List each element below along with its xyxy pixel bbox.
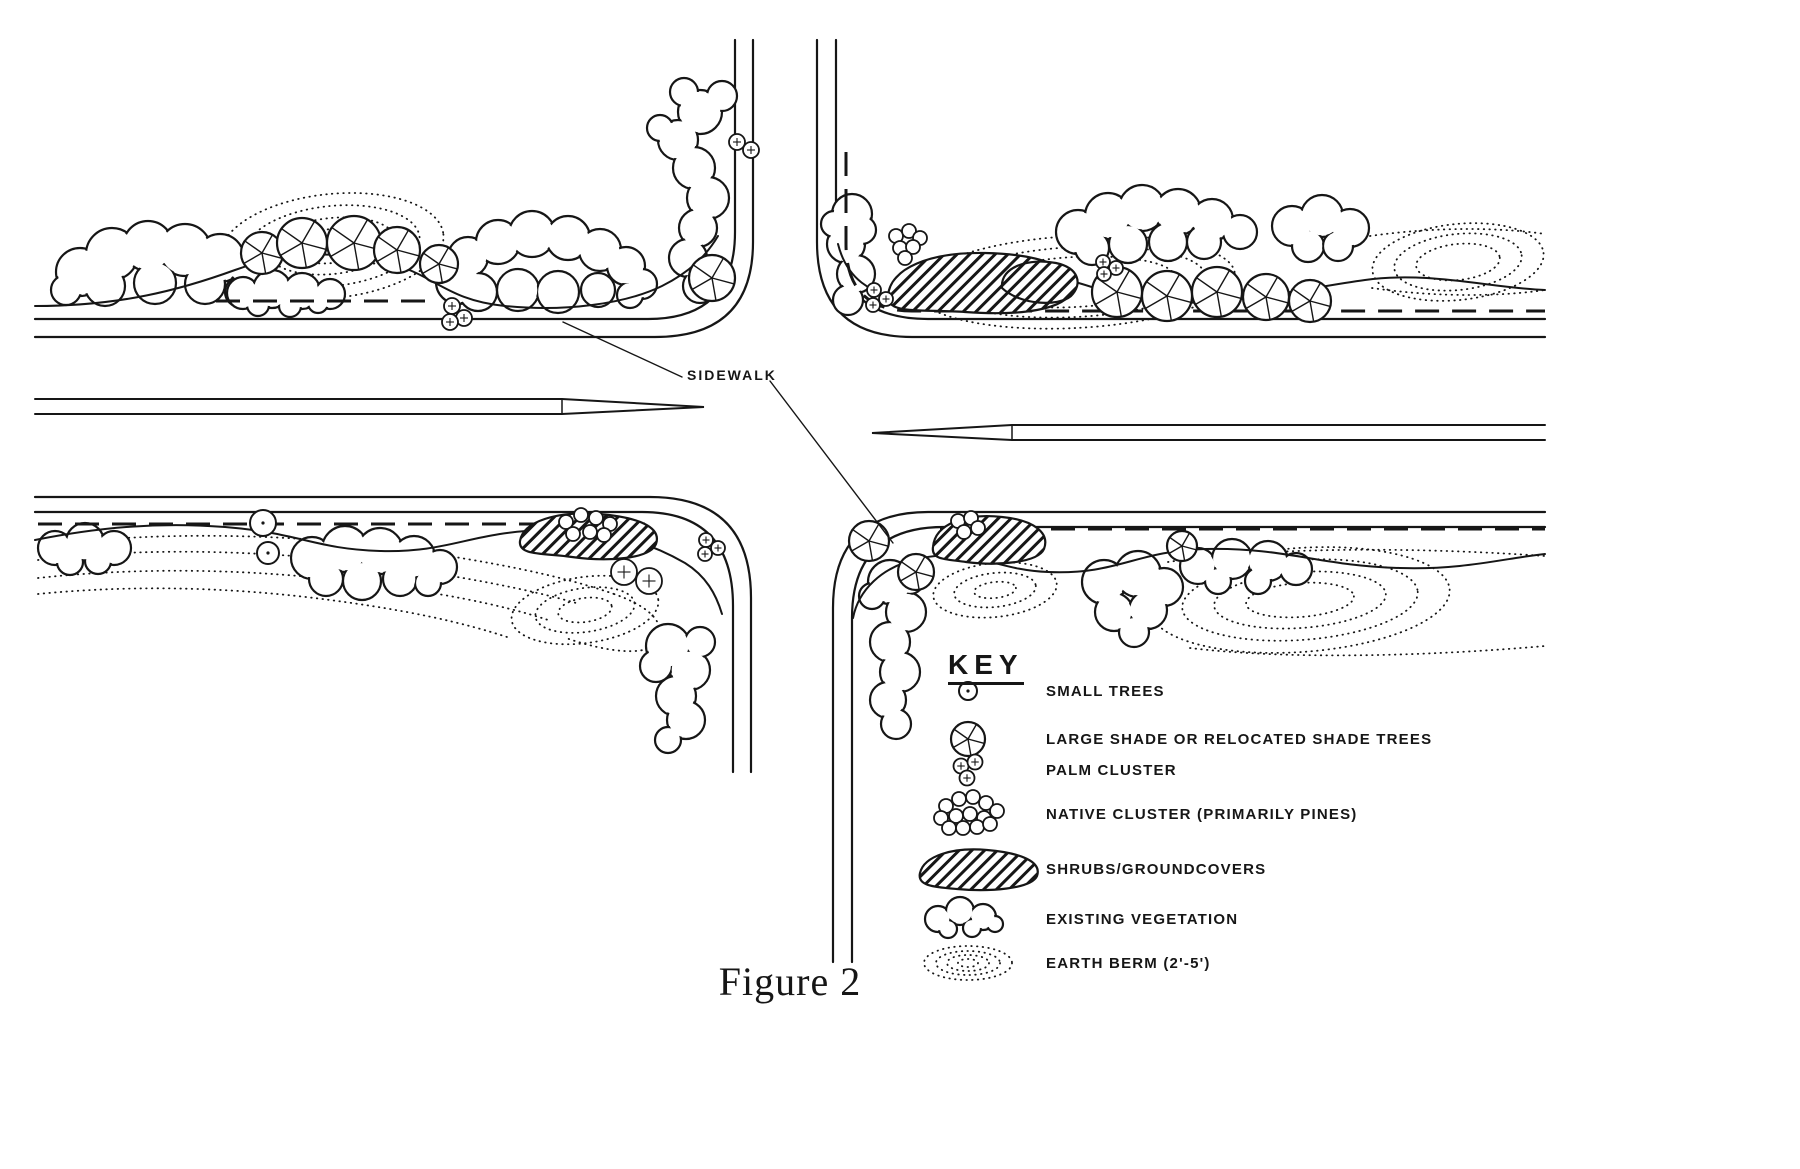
road-curb-lines: [33, 38, 1547, 964]
palm-and-native-clusters: [441, 133, 1124, 595]
sidewalk-leader-lines: [562, 321, 894, 544]
figure-caption: Figure 2: [718, 959, 862, 1004]
key-label-earth-berm: EARTH BERM (2'-5'): [1046, 955, 1211, 972]
key-label-existing-vegetation: EXISTING VEGETATION: [1046, 911, 1239, 928]
shade-trees: [239, 214, 1333, 592]
key-label-native-cluster: NATIVE CLUSTER (PRIMARILY PINES): [1046, 806, 1358, 823]
key-title: KEY: [948, 649, 1024, 685]
existing-vegetation: [36, 76, 1371, 755]
key-label-shrubs-groundcovers: SHRUBS/GROUNDCOVERS: [1046, 861, 1267, 878]
key-label-small-trees: SMALL TREES: [1046, 683, 1165, 700]
dashed-setback-lines: [38, 152, 1545, 531]
key-label-large-shade-trees: LARGE SHADE OR RELOCATED SHADE TREES: [1046, 731, 1433, 748]
road-medians: [34, 398, 1546, 441]
sidewalk-label: SIDEWALK: [687, 367, 777, 383]
key-label-palm-cluster: PALM CLUSTER: [1046, 762, 1177, 779]
key-legend-symbols: [918, 681, 1039, 981]
